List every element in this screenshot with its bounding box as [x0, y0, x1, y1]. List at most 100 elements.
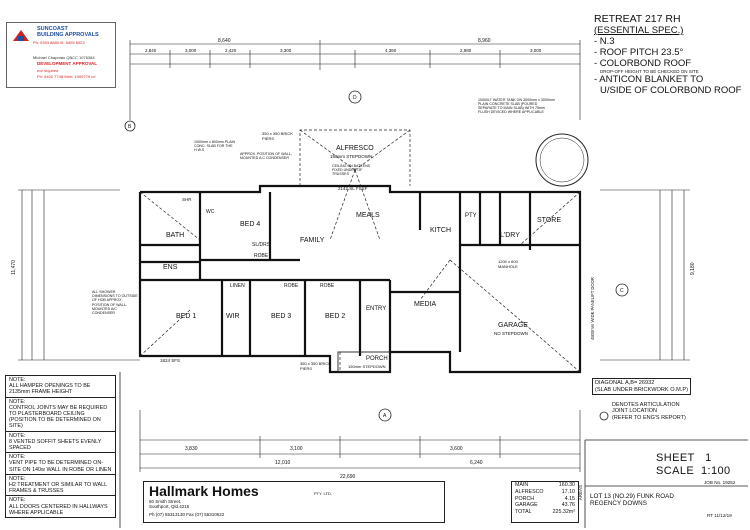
note-approx-position: APPROX. POSITION OF WALL-MOUNTED A.C CON…	[240, 152, 292, 160]
marker-d-label: D	[353, 95, 357, 101]
company-name: Hallmark Homes	[149, 483, 259, 499]
note-text: 8 VENTED SOFFIT SHEETS EVENLY SPACED	[9, 438, 102, 452]
company-address: 60 Smith Street, Southport, Qld.4215	[149, 499, 189, 509]
note-item: NOTE:ALL DOORS CENTERED IN HALLWAYS WHER…	[5, 495, 116, 519]
spec-note-underside: U/SIDE OF COLORBOND ROOF	[600, 85, 742, 96]
spec-subtitle: (ESSENTIAL SPEC.)	[594, 25, 684, 36]
spec-item: - N.3	[594, 36, 615, 47]
area-key: GARAGE	[515, 502, 538, 509]
room-bed4: BED 4	[240, 221, 260, 228]
note-item: NOTE:H2 TREATMENT OR SIMILAR TO WALL FRA…	[5, 473, 116, 496]
spec-item: - ANTICON BLANKET TO	[594, 74, 704, 85]
marker-a-label: A	[383, 413, 387, 419]
marker-c-label: C	[620, 288, 624, 294]
note-label: NOTE:	[9, 475, 26, 482]
approval-stamp: SUNCOAST BUILDING APPROVALS Ph: 5393 888…	[6, 22, 116, 88]
note-fss: 2142 SL FSSF	[338, 186, 368, 191]
company-pty: PTY. LTD.	[314, 491, 332, 496]
lot-line: REGENCY DOWNS	[590, 500, 647, 508]
dim-bottom-right: 6,240	[470, 460, 483, 466]
company-phone: Ph (07) 55313130 Fax (07) 55310622	[149, 512, 225, 517]
stamp-line-7: Ph: 5400 7748 Web: 1900779 rcl	[37, 74, 96, 79]
area-value: 17.10	[561, 488, 575, 495]
room-garage-sub: NO STEPDOWN	[494, 331, 528, 336]
note-shower-text: ALL SHOWER DIMENSIONS TO OUTSIDE OF HOB	[92, 290, 138, 303]
area-key: MAIN	[515, 482, 529, 488]
room-shr: SHR	[182, 197, 192, 202]
note-ceiling-battens: CEILING ON BATTENS FIXED UNDER OF TRUSSE…	[332, 164, 371, 176]
articulation-line: JOINT LOCATION	[612, 408, 658, 415]
room-robe: ROBE	[254, 253, 269, 259]
room-porch-sub: 150mm STEPDOWN	[348, 364, 386, 369]
dim-misc: 2,420	[225, 48, 237, 53]
area-value: 225.32m²	[552, 509, 575, 516]
spec-item: - ROOF PITCH 23.5°	[594, 47, 684, 58]
room-bed2: BED 2	[325, 313, 345, 320]
marker-b-label: B	[128, 124, 132, 130]
area-row: MAIN 160.30	[512, 482, 578, 489]
note-item: NOTE:CONTROL JOINTS MAY BE REQUIRED TO P…	[5, 396, 116, 431]
articulation-line: (REFER TO ENG'S REPORT)	[612, 414, 686, 421]
note-label: NOTE:	[9, 377, 26, 383]
room-bath: BATH	[166, 232, 184, 239]
note-manhole: 1200 x 600 MANHOLE	[498, 260, 518, 269]
room-bed3: BED 3	[271, 313, 291, 320]
address-line: 60 Smith Street,	[149, 499, 182, 504]
section-marker-c	[615, 283, 629, 297]
dim-misc: 2,980	[460, 48, 472, 53]
area-value: 160.30	[558, 482, 575, 488]
room-ldry: L'DRY	[500, 232, 520, 239]
room-meals: MEALS	[356, 212, 380, 219]
area-row: ALFRESCO 17.10	[512, 489, 578, 496]
note-text: CONTROL JOINTS MAY BE REQUIRED TO PLASTE…	[9, 404, 108, 430]
areas-label: AREAS	[578, 485, 583, 501]
room-store: STORE	[537, 217, 561, 224]
dim-top-right: 8,960	[478, 38, 491, 44]
lot-line: LOT 13 (NO.29) FUNK ROAD	[590, 493, 674, 500]
dim-bottom-left: 12,010	[275, 460, 291, 466]
spec-block: RETREAT 217 RH (ESSENTIAL SPEC.) - N.3 -…	[594, 14, 742, 97]
note-item: NOTE:VENT PIPE TO BE DETERMINED ON-SITE …	[5, 452, 116, 474]
revision-date: RT 11/12/19	[707, 513, 732, 518]
stamp-line-4: Michael Chapman QBCC 1076384	[33, 55, 95, 60]
note-water-tank: 10000LT WATER TANK ON 3000mm x 3000mm PL…	[478, 98, 555, 114]
sheet-block: SHEET 1 SCALE 1:100	[656, 452, 731, 478]
diagonal-line: DIAGONAL A,B= 26932	[595, 380, 655, 386]
room-entry: ENTRY	[366, 306, 386, 312]
room-kitch: KITCH	[430, 227, 451, 234]
note-label: NOTE:	[9, 454, 26, 461]
dim-top-total: 8,640	[218, 38, 231, 44]
diagonal-line: (SLAB UNDER BRICKWORK O.M.P)	[595, 386, 688, 393]
room-wc: WC	[206, 209, 215, 215]
room-media: MEDIA	[414, 301, 437, 308]
room-garage: GARAGE	[498, 322, 528, 329]
spec-note-dropoff: DROP-OFF HEIGHT TO BE CHECKED ON SITE	[600, 69, 699, 74]
room-wir: WIR	[226, 313, 240, 320]
area-row: GARAGE 43.76	[512, 502, 578, 509]
dim-misc: 3,000	[185, 48, 197, 53]
stamp-line-6: not required	[37, 68, 59, 73]
room-alfresco: ALFRESCO	[336, 145, 374, 152]
room-ens: ENS	[163, 264, 178, 271]
note-brick-piers-bottom: 350 x 350 BRICK PIERS	[300, 362, 331, 371]
area-key: ALFRESCO	[515, 488, 544, 495]
stamp-line-3: Ph: 5393 8880 5f. 5405 5023	[33, 40, 85, 45]
stamp-line-2: BUILDING APPROVALS	[37, 32, 99, 38]
stamp-logo-icon	[13, 30, 29, 41]
room-family: FAMILY	[300, 237, 325, 244]
note-item: NOTE:ALL HAMPER OPENINGS TO BE 2135mm FR…	[5, 375, 116, 397]
note-1824: 1824 SFS	[160, 358, 180, 363]
section-marker-b	[124, 120, 136, 132]
note-garage-door: 4800mm WIDE PANELIFT DOOR	[590, 277, 595, 340]
company-block: Hallmark Homes PTY. LTD. 60 Smith Street…	[143, 481, 445, 523]
area-value: 43.76	[561, 502, 575, 509]
note-label: NOTE:	[9, 398, 26, 405]
articulation-note: DENOTES ARTICULATION JOINT LOCATION (REF…	[612, 402, 686, 421]
sliding-doors-label: SL/DRS	[252, 242, 271, 248]
note-label: NOTE:	[9, 432, 26, 439]
sheet-value: 1	[705, 452, 712, 464]
note-text: ALL DOORS CENTERED IN HALLWAYS WHERE APP…	[9, 503, 108, 516]
